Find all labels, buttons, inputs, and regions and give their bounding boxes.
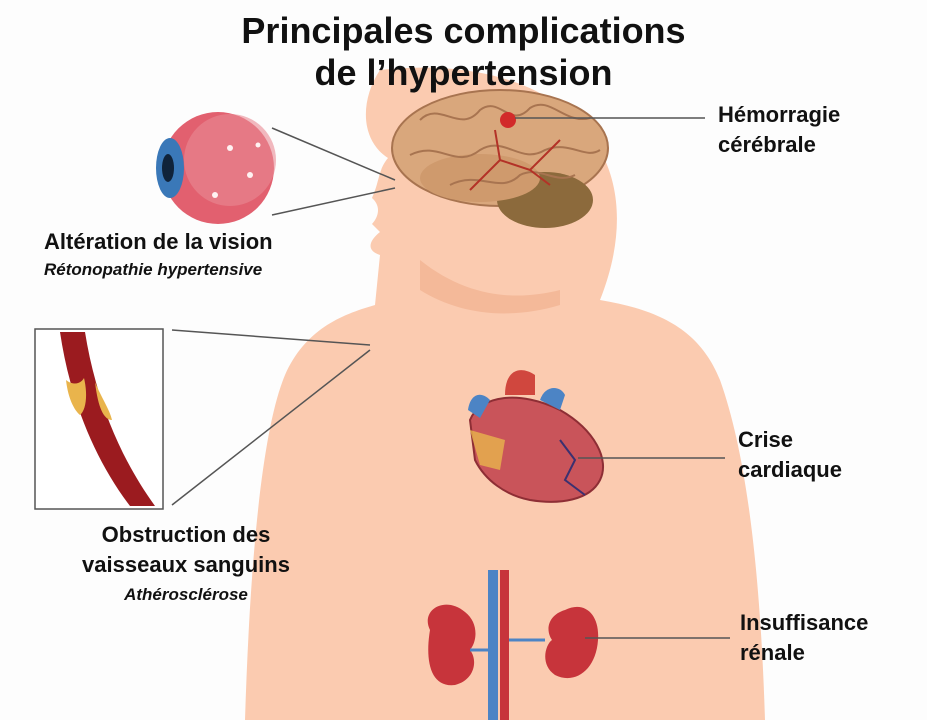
vessel-label-line-1: Obstruction des <box>36 520 336 550</box>
heart-label: Crise cardiaque <box>738 425 842 485</box>
brain-label-line-2: cérébrale <box>718 130 840 160</box>
title-line-1: Principales complications <box>0 10 927 52</box>
kidney-label-line-1: Insuffisance <box>740 608 868 638</box>
title-line-2: de l’hypertension <box>0 52 927 94</box>
eye-label: Altération de la vision Rétonopathie hyp… <box>44 228 273 284</box>
vessel-label: Obstruction des vaisseaux sanguins Athér… <box>36 520 336 610</box>
eye-label-sub: Rétonopathie hypertensive <box>44 256 273 284</box>
eye-illustration <box>156 112 276 224</box>
heart-label-line-2: cardiaque <box>738 455 842 485</box>
eye-label-main: Altération de la vision <box>44 228 273 256</box>
brain-label: Hémorragie cérébrale <box>718 100 840 160</box>
vessel-label-line-2: vaisseaux sanguins <box>36 550 336 580</box>
vessel-inset <box>35 329 163 509</box>
heart-label-line-1: Crise <box>738 425 842 455</box>
vessel-label-sub: Athérosclérose <box>36 580 336 610</box>
brain-label-line-1: Hémorragie <box>718 100 840 130</box>
kidney-label: Insuffisance rénale <box>740 608 868 668</box>
kidney-label-line-2: rénale <box>740 638 868 668</box>
